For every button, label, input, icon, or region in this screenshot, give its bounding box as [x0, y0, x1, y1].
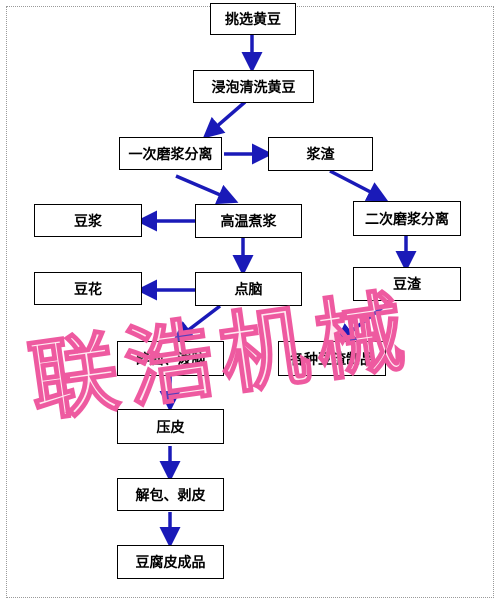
- arrow-coagulate-to-break: [172, 304, 222, 343]
- arrow-okara-to-second: [329, 169, 389, 202]
- node-boil: 高温煮浆: [195, 204, 302, 238]
- node-finished: 豆腐皮成品: [117, 545, 224, 579]
- node-press-skin: 压皮: [117, 409, 224, 444]
- node-break-curd: 碎脑、泼脑: [117, 341, 224, 376]
- arrow-dregs-to-products: [334, 298, 394, 345]
- node-pick-beans: 挑选黄豆: [210, 3, 296, 35]
- node-soak-wash: 浸泡清洗黄豆: [193, 70, 314, 103]
- arrow-soak-to-grind: [202, 100, 247, 139]
- node-bean-dregs: 豆渣: [353, 267, 461, 301]
- node-okara: 浆渣: [268, 137, 373, 171]
- node-tofu-pudding: 豆花: [34, 272, 142, 305]
- node-dregs-products: 各种豆渣制品: [278, 341, 386, 376]
- node-unwrap-peel: 解包、剥皮: [117, 478, 224, 511]
- node-coagulate: 点脑: [195, 272, 302, 306]
- node-second-grind: 二次磨浆分离: [353, 201, 461, 236]
- arrow-grind-to-boil: [175, 174, 239, 205]
- node-first-grind: 一次磨浆分离: [119, 137, 222, 170]
- node-soy-milk: 豆浆: [34, 204, 142, 237]
